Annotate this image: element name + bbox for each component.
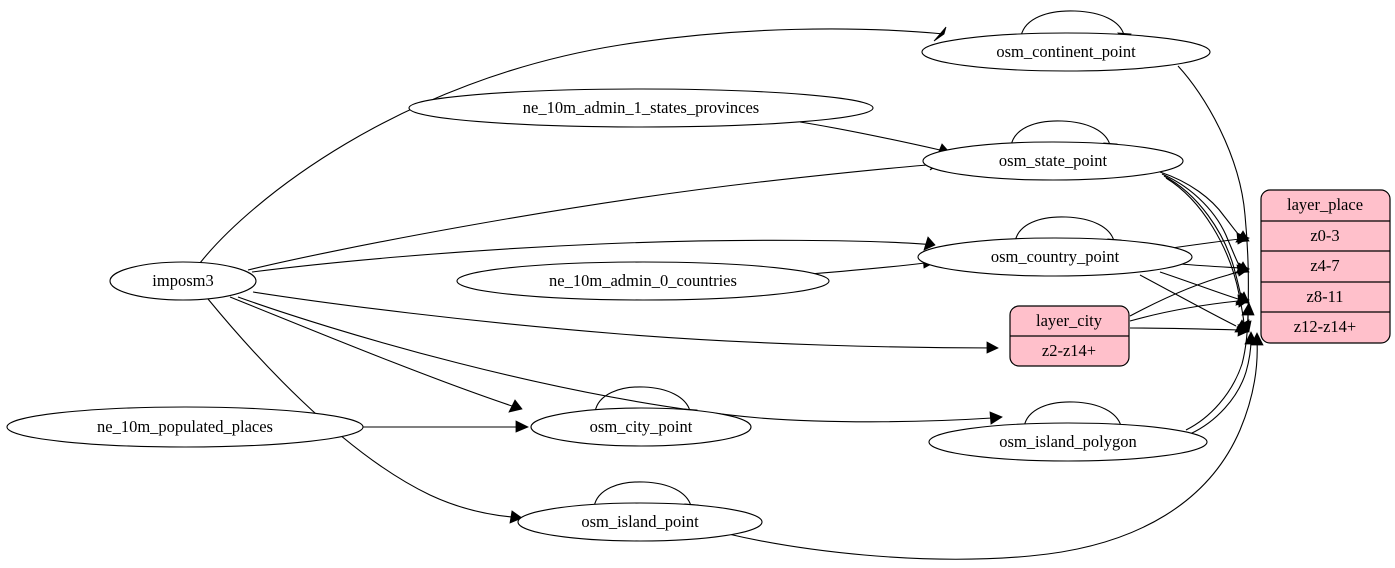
edge-layer-city-to-layer-place-z12 (1129, 324, 1250, 337)
node-label-osm-island-polygon: osm_island_polygon (999, 432, 1137, 451)
node-osm-island-point[interactable]: osm_island_point (517, 502, 763, 542)
node-osm-state-point[interactable]: osm_state_point (922, 141, 1184, 181)
node-imposm3[interactable]: imposm3 (109, 261, 257, 301)
node-ne-10m-populated-places[interactable]: ne_10m_populated_places (6, 406, 364, 448)
node-label-imposm3: imposm3 (152, 271, 213, 290)
node-ne-10m-admin-0-countries[interactable]: ne_10m_admin_0_countries (456, 261, 830, 301)
node-label-osm-city-point: osm_city_point (590, 417, 693, 436)
node-layer: imposm3 ne_10m_admin_1_states_provinces … (6, 32, 1211, 542)
node-label-ne-places: ne_10m_populated_places (97, 417, 273, 436)
node-label-osm-country-point: osm_country_point (991, 247, 1120, 266)
node-label-osm-island-point: osm_island_point (581, 512, 699, 531)
node-ne-10m-admin-1-states-provinces[interactable]: ne_10m_admin_1_states_provinces (408, 88, 874, 128)
layer-place-row-z8-11[interactable]: z8-11 (1307, 287, 1344, 306)
edge-imposm3-to-osm-state-point (247, 155, 941, 271)
record-node-layer-city[interactable]: layer_city z2-z14+ (1009, 305, 1130, 367)
layer-city-row-z2-z14[interactable]: z2-z14+ (1042, 341, 1096, 360)
node-osm-continent-point[interactable]: osm_continent_point (921, 32, 1211, 72)
node-label-ne-admin0: ne_10m_admin_0_countries (549, 271, 737, 290)
record-node-layer-place[interactable]: layer_place z0-3 z4-7 z8-11 z12-z14+ (1260, 189, 1391, 344)
edge-ne-admin0-to-osm-country-point (809, 255, 936, 275)
edge-ne-places-to-osm-city-point (363, 420, 529, 433)
edge-osm-country-point-to-layer-place-z0-3 (1171, 232, 1250, 249)
edge-imposm3-to-osm-island-point (207, 298, 523, 524)
edge-imposm3-to-osm-city-point (229, 296, 523, 413)
node-label-ne-admin1: ne_10m_admin_1_states_provinces (523, 98, 759, 117)
node-label-osm-state-point: osm_state_point (999, 151, 1108, 170)
edge-imposm3-to-osm-island-polygon (237, 296, 1003, 425)
edge-layer-city-to-layer-place-z4-7 (1129, 264, 1250, 317)
layer-place-row-z12-z14[interactable]: z12-z14+ (1294, 317, 1356, 336)
edge-osm-country-point-to-layer-place-z8-11 (1159, 271, 1250, 306)
edge-ne-admin1-to-osm-state-point (799, 121, 951, 157)
edge-osm-island-point-to-layer-place-z12 (723, 332, 1264, 560)
node-osm-island-polygon[interactable]: osm_island_polygon (928, 422, 1208, 462)
layer-place-row-z0-3[interactable]: z0-3 (1310, 226, 1339, 245)
layer-place-row-z4-7[interactable]: z4-7 (1310, 256, 1339, 275)
edge-osm-island-polygon-to-layer-place-z8-11 (1185, 302, 1255, 431)
edge-layer-city-to-layer-place-z8-11 (1129, 294, 1250, 322)
edge-imposm3-to-osm-country-point (251, 236, 936, 273)
edge-osm-island-polygon-to-layer-place-z12 (1189, 331, 1258, 435)
layer-city-title: layer_city (1036, 311, 1103, 330)
node-osm-country-point[interactable]: osm_country_point (917, 237, 1193, 277)
node-label-osm-continent-point: osm_continent_point (996, 42, 1136, 61)
node-osm-city-point[interactable]: osm_city_point (530, 407, 752, 447)
edge-imposm3-to-osm-continent-point (199, 26, 947, 264)
layer-place-title: layer_place (1287, 195, 1363, 214)
edge-imposm3-to-layer-city (252, 291, 999, 354)
